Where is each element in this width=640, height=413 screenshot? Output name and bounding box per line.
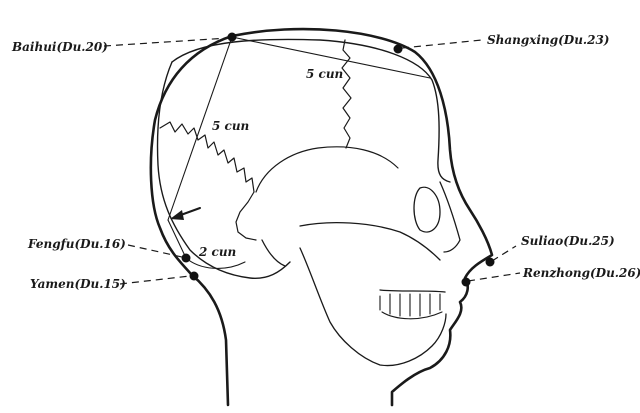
upper-jaw [379,289,446,293]
temporal-line [255,146,399,193]
baihui-shangxing-line [231,36,431,79]
fengfu-label: Fengfu(Du.16) [27,237,126,251]
renzhong-label: Renzhong(Du.26) [522,266,640,280]
skull-back [156,61,291,279]
neck-arc [185,257,246,269]
occipital-arrow-head [170,210,184,220]
back-of-head-outline [149,34,234,407]
renzhong-point [461,277,471,287]
suliao-point [485,257,495,267]
mastoid [261,239,286,267]
nasal-aperture [439,181,461,253]
baihui-point [227,32,237,42]
shangxing-point [393,44,403,54]
mandible [299,247,447,367]
teeth [379,293,443,320]
baihui-fengfu-line [167,36,233,221]
lambdoid-suture [159,121,255,193]
yamen-label: Yamen(Du.15) [30,277,126,291]
coronal-suture [341,39,352,149]
shangxing-label: Shangxing(Du.23) [487,33,609,47]
measure-back: 5 cun [212,119,249,133]
baihui-leader [103,37,229,47]
suliao-leader [491,245,517,262]
baihui-label: Baihui(Du.20) [11,40,108,54]
yamen-point [189,271,199,281]
measure-top: 5 cun [306,67,343,81]
orbit [413,186,441,233]
yamen-leader [119,275,191,285]
skull-outline [171,38,451,183]
fengfu-yamen-line [167,219,187,259]
renzhong-leader [467,272,521,282]
cheekbone [299,221,441,261]
head-outline [230,27,494,407]
shangxing-leader [401,39,483,49]
fengfu-leader [127,244,183,258]
measure-neck: 2 cun [198,245,236,259]
squamous-suture [235,191,257,241]
fengfu-point [181,253,191,263]
suliao-label: Suliao(Du.25) [521,234,615,248]
